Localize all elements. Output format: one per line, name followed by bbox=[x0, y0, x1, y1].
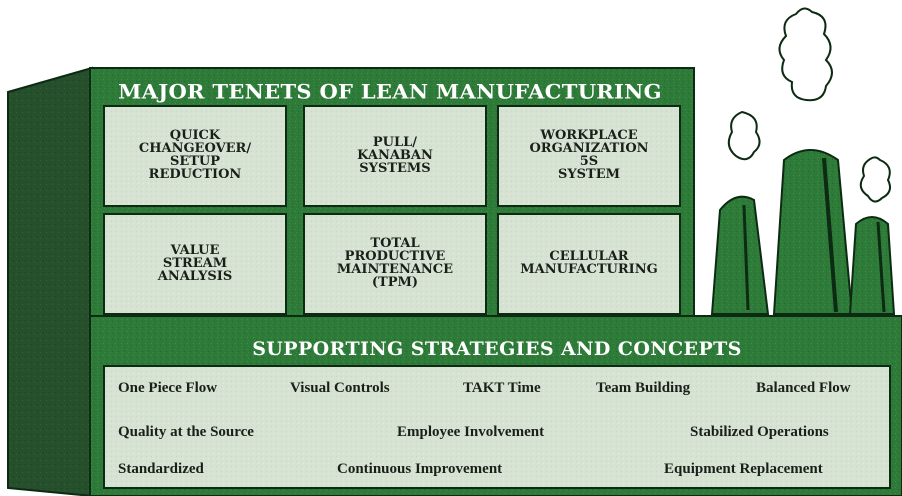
smokestack-right bbox=[848, 216, 896, 315]
strategy-item: One Piece Flow bbox=[118, 380, 218, 396]
tenet-panels bbox=[103, 105, 681, 315]
smokestack-left bbox=[710, 195, 770, 315]
tenet-panel bbox=[497, 105, 681, 207]
strategy-item: Team Building bbox=[596, 380, 691, 396]
tenet-panel bbox=[303, 105, 487, 207]
strategies-heading: SUPPORTING STRATEGIES AND CONCEPTS bbox=[252, 338, 742, 360]
tenet-cellular: CELLULAR MANUFACTURING bbox=[520, 249, 658, 277]
strategy-item: Visual Controls bbox=[290, 380, 390, 396]
smokestack-middle bbox=[772, 149, 854, 315]
strategy-item: Quality at the Source bbox=[118, 424, 254, 440]
smokestacks bbox=[710, 149, 896, 315]
smoke-puff-right bbox=[859, 156, 891, 203]
tenet-panel bbox=[103, 105, 287, 207]
tenet-panel bbox=[103, 213, 287, 315]
strategy-item: Balanced Flow bbox=[756, 380, 851, 396]
tenet-pull-kanban: PULL/ KANABAN SYSTEMS bbox=[357, 134, 433, 176]
strategy-item: Equipment Replacement bbox=[664, 461, 823, 477]
strategies-panel bbox=[103, 365, 891, 489]
smoke-puffs bbox=[727, 7, 891, 203]
building-side-wall bbox=[7, 66, 93, 496]
smoke-puff-left bbox=[727, 110, 761, 161]
strategy-item: Standardized bbox=[118, 461, 204, 477]
smoke-puff-middle bbox=[778, 7, 833, 102]
strategy-item: Employee Involvement bbox=[397, 424, 545, 440]
strategy-item: Continuous Improvement bbox=[337, 461, 503, 477]
diagram-title: MAJOR TENETS OF LEAN MANUFACTURING bbox=[118, 79, 662, 103]
tenet-panel bbox=[303, 213, 487, 315]
strategy-item: TAKT Time bbox=[463, 380, 541, 396]
tenet-quick-changeover: QUICK CHANGEOVER/ SETUP REDUCTION bbox=[138, 128, 252, 182]
tenet-panel bbox=[497, 213, 681, 315]
tenet-value-stream: VALUE STREAM ANALYSIS bbox=[157, 242, 233, 284]
tenet-tpm: TOTAL PRODUCTIVE MAINTENANCE (TPM) bbox=[336, 236, 454, 290]
strategy-item: Stabilized Operations bbox=[690, 424, 829, 440]
tenet-workplace-organization: WORKPLACE ORGANIZATION 5S SYSTEM bbox=[529, 128, 649, 182]
